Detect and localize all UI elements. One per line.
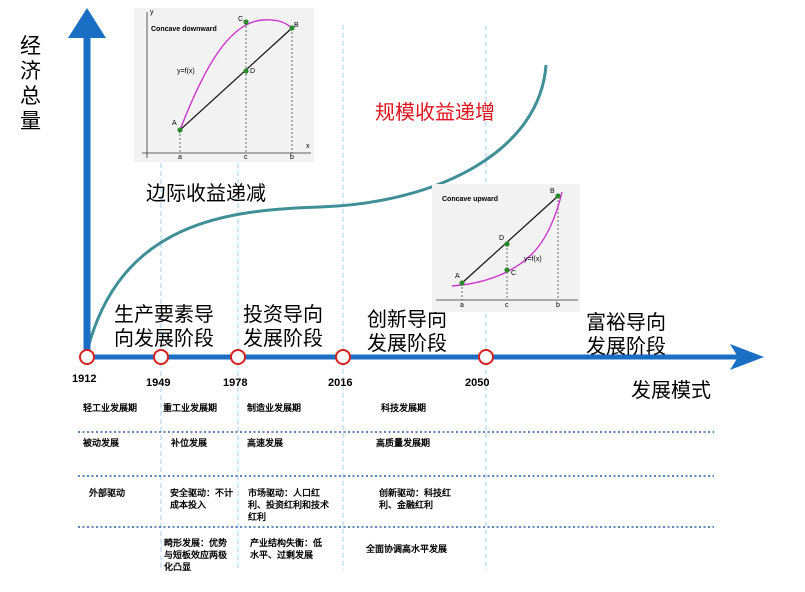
inset-concave-downward-y-axis-label: y (150, 9, 154, 16)
table-cell-r3-c3: 市场驱动：人口红利、投资红利和技术红利 (248, 489, 330, 523)
inset-concave-downward-function-label: y=f(x) (177, 68, 195, 75)
year-marker-2016 (335, 349, 351, 365)
table-cell-r2-c1: 被动发展 (83, 439, 120, 449)
inset-point-label-b: B (294, 22, 299, 29)
year-label-2016: 2016 (328, 377, 353, 389)
stage-label-innovation: 创新导向发展阶段 (367, 307, 447, 355)
year-marker-2050 (478, 349, 494, 365)
table-cell-r1-c2: 重工业发展期 (163, 404, 218, 414)
inset-point-label-a: A (172, 120, 177, 127)
inset-up-tick-a: a (460, 302, 464, 309)
year-label-1949: 1949 (146, 377, 171, 389)
inset-up-point-label-c: C (511, 270, 517, 277)
table-cell-r2-c3: 高速发展 (247, 439, 284, 449)
table-cell-r2-c4: 高质量发展期 (376, 439, 431, 449)
table-cell-r3-c2: 安全驱动：不计成本投入 (170, 489, 234, 511)
inset-concave-upward-svg (436, 191, 578, 301)
year-marker-1949 (153, 349, 169, 365)
inset-concave-downward-svg (142, 12, 311, 158)
inset-tick-c: c (244, 154, 248, 161)
table-cell-r3-c4: 创新驱动：科技红利、金融红利 (379, 489, 452, 511)
inset-point-label-d: D (250, 68, 256, 75)
inset-up-point-label-b: B (550, 188, 555, 195)
year-label-1912: 1912 (72, 373, 97, 385)
inset-concave-upward-function-label: y=f(x) (524, 256, 542, 263)
year-label-1978: 1978 (223, 377, 248, 389)
x-axis-label: 发展模式 (631, 378, 711, 402)
inset-up-point-label-d: D (499, 235, 505, 242)
year-label-2050: 2050 (465, 377, 490, 389)
year-marker-1978 (230, 349, 246, 365)
table-cell-r1-c3: 制造业发展期 (247, 404, 302, 414)
inset-up-tick-c: c (505, 302, 509, 309)
table-cell-r1-c4: 科技发展期 (381, 404, 427, 414)
inset-concave-upward: Concave upward y=f(x) A B C D a c b (432, 184, 580, 312)
y-axis-label: 经济总量 (20, 34, 41, 133)
inset-tick-b: b (290, 154, 294, 161)
growth-curve (85, 64, 548, 353)
inset-up-tick-b: b (556, 302, 560, 309)
inset-concave-downward: Concave downward y=f(x) y x A B C D a c … (134, 8, 314, 162)
table-cell-r4-c3: 产业结构失衡：低水平、过剩发展 (250, 539, 323, 561)
inset-concave-downward-x-axis-label: x (306, 143, 310, 150)
inset-point-label-c: C (238, 16, 244, 23)
stage-label-investment: 投资导向发展阶段 (243, 302, 323, 350)
x-axis-arrowhead (730, 344, 764, 370)
year-marker-1912 (79, 349, 95, 365)
table-cell-r3-c1: 外部驱动 (89, 489, 126, 499)
table-cell-r4-c4: 全面协调高水平发展 (366, 545, 448, 555)
table-cell-r2-c2: 补位发展 (171, 439, 208, 449)
diminishing-returns-label: 边际收益递减 (146, 181, 266, 205)
inset-up-point-label-a: A (455, 273, 460, 280)
table-cell-r1-c1: 轻工业发展期 (83, 404, 138, 414)
inset-concave-downward-title: Concave downward (151, 26, 217, 33)
increasing-returns-label: 规模收益递增 (375, 100, 495, 124)
table-cell-r4-c2: 畸形发展：优势与短板效应两极化凸显 (164, 539, 228, 573)
inset-tick-a: a (178, 154, 182, 161)
stage-label-prosperity: 富裕导向发展阶段 (586, 310, 666, 358)
stage-label-factor: 生产要素导向发展阶段 (114, 302, 214, 350)
y-axis-arrowhead (68, 8, 106, 38)
inset-concave-upward-title: Concave upward (442, 196, 499, 203)
